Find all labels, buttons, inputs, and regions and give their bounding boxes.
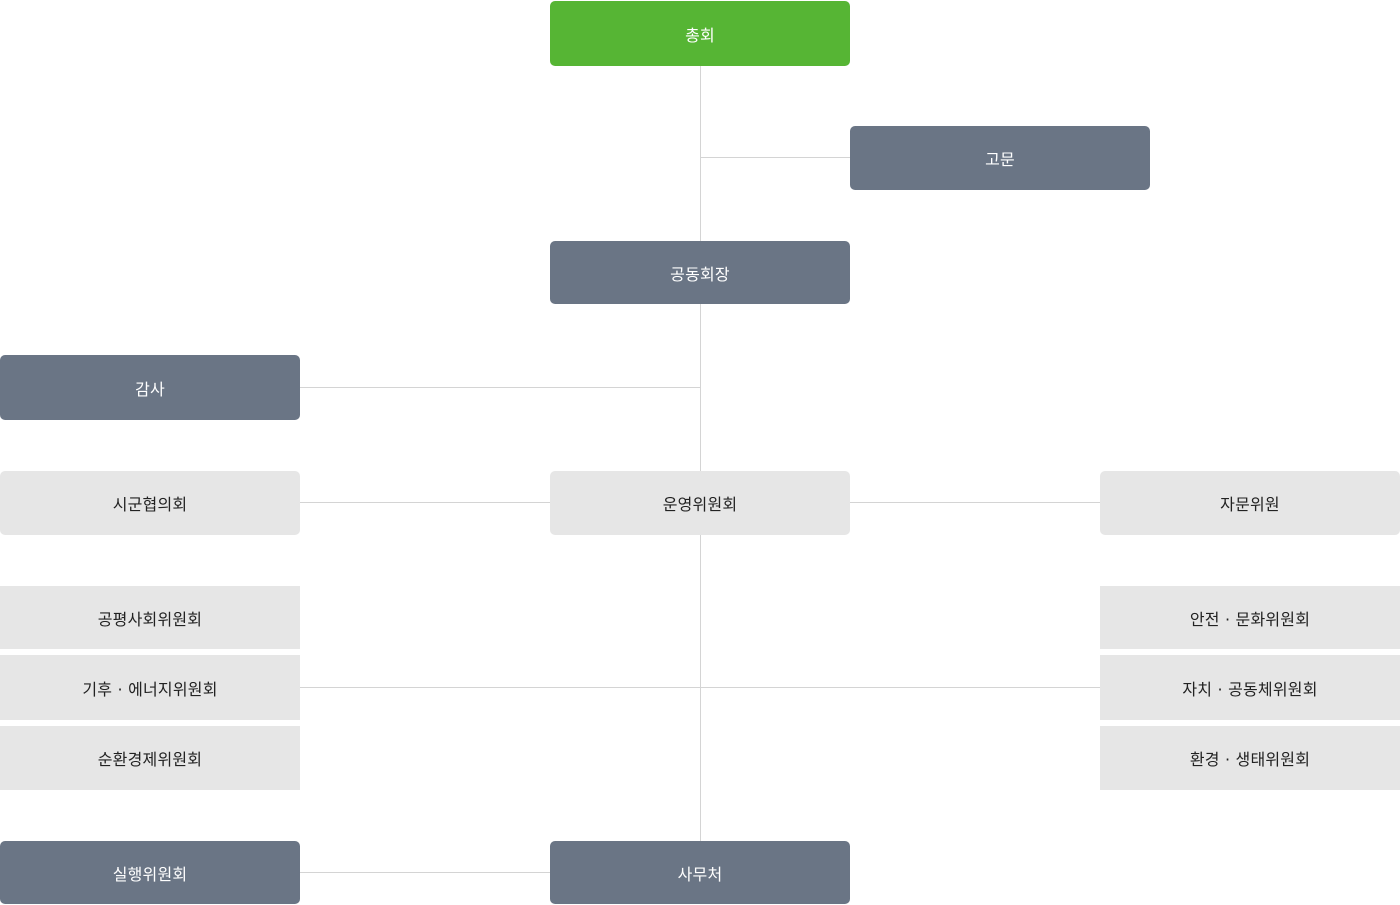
executive-committee-node: 실행위원회 — [0, 841, 300, 904]
environment-ecology-committee-node: 환경 · 생태위원회 — [1100, 726, 1400, 790]
advisor-node: 고문 — [850, 126, 1150, 190]
steering-committee-node: 운영위원회 — [550, 471, 850, 535]
co-chair-node: 공동회장 — [550, 241, 850, 304]
auditor-node: 감사 — [0, 355, 300, 420]
general-assembly-node: 총회 — [550, 1, 850, 66]
connector-auditor — [299, 387, 700, 388]
climate-energy-committee-node: 기후 · 에너지위원회 — [0, 655, 300, 720]
circular-economy-committee-node: 순환경제위원회 — [0, 726, 300, 790]
connector-city-county-council — [299, 502, 550, 503]
advisory-member-node: 자문위원 — [1100, 471, 1400, 535]
autonomy-community-committee-node: 자치 · 공동체위원회 — [1100, 655, 1400, 720]
fair-society-committee-node: 공평사회위원회 — [0, 586, 300, 649]
safety-culture-committee-node: 안전 · 문화위원회 — [1100, 586, 1400, 649]
connector-advisory-member — [849, 502, 1100, 503]
secretariat-node: 사무처 — [550, 841, 850, 904]
connector-main-vertical — [700, 65, 701, 842]
connector-advisor — [700, 157, 850, 158]
connector-committees — [299, 687, 1100, 688]
connector-executive-committee — [299, 872, 550, 873]
city-county-council-node: 시군협의회 — [0, 471, 300, 535]
